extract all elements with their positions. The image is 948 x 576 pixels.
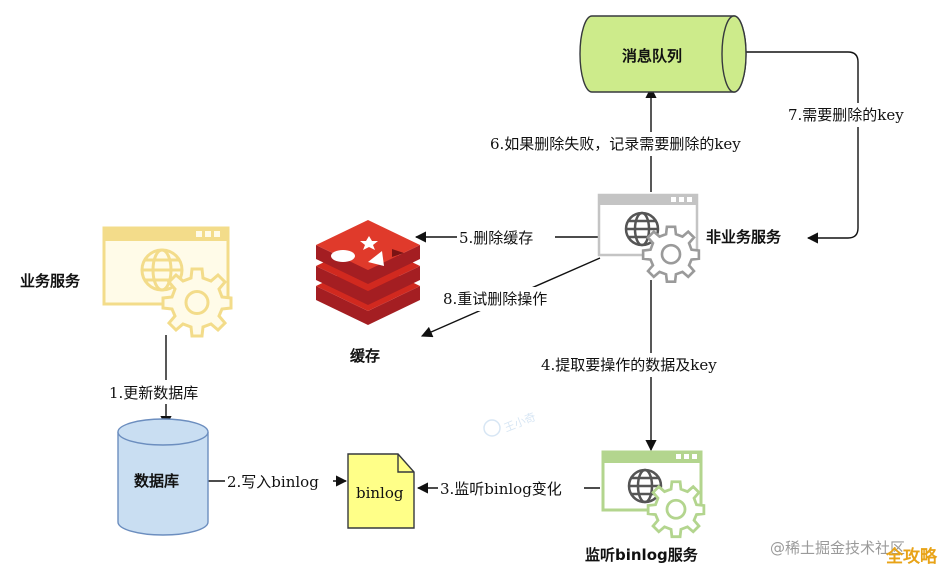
edge-label-8: 8.重试删除操作 xyxy=(443,290,547,308)
edge-label-7: 7.需要删除的key xyxy=(788,106,904,124)
edge-label-3: 3.监听binlog变化 xyxy=(440,480,562,498)
edge-labels: 1.更新数据库 2.写入binlog 3.监听binlog变化 4.提取要操作的… xyxy=(106,103,933,501)
database-label: 数据库 xyxy=(134,472,179,490)
svg-text:王小奇: 王小奇 xyxy=(502,410,537,434)
edge-label-1: 1.更新数据库 xyxy=(109,384,198,402)
redis-cache-icon xyxy=(316,220,420,325)
gear-icon xyxy=(641,225,701,284)
cache-label: 缓存 xyxy=(350,347,380,365)
edge-label-6: 6.如果删除失败，记录需要删除的key xyxy=(490,135,741,153)
binlog-listener-label: 监听binlog服务 xyxy=(585,546,699,564)
message-queue-node xyxy=(579,15,747,93)
binlog-file-label: binlog xyxy=(356,484,404,502)
edge-key-to-service xyxy=(745,51,859,244)
binlog-listener-node xyxy=(601,450,706,539)
non-business-service-label: 非业务服务 xyxy=(706,228,782,246)
gear-icon xyxy=(161,267,233,338)
non-business-service-node xyxy=(597,193,701,284)
globe-icon xyxy=(627,468,663,504)
business-service-label: 业务服务 xyxy=(20,272,81,290)
edge-label-2: 2.写入binlog xyxy=(227,473,319,491)
database-node xyxy=(117,418,209,536)
business-service-node xyxy=(102,226,233,338)
watermark-text: @稀土掘金技术社区 xyxy=(770,539,905,557)
faint-watermark: 王小奇 xyxy=(483,410,538,437)
gear-icon xyxy=(646,480,706,539)
edge-label-4: 4.提取要操作的数据及key xyxy=(541,356,717,374)
edge-label-5: 5.删除缓存 xyxy=(459,229,533,247)
watermark-brand: 全攻略 xyxy=(885,546,938,567)
message-queue-label: 消息队列 xyxy=(622,47,682,65)
binlog-file-node xyxy=(347,453,415,529)
